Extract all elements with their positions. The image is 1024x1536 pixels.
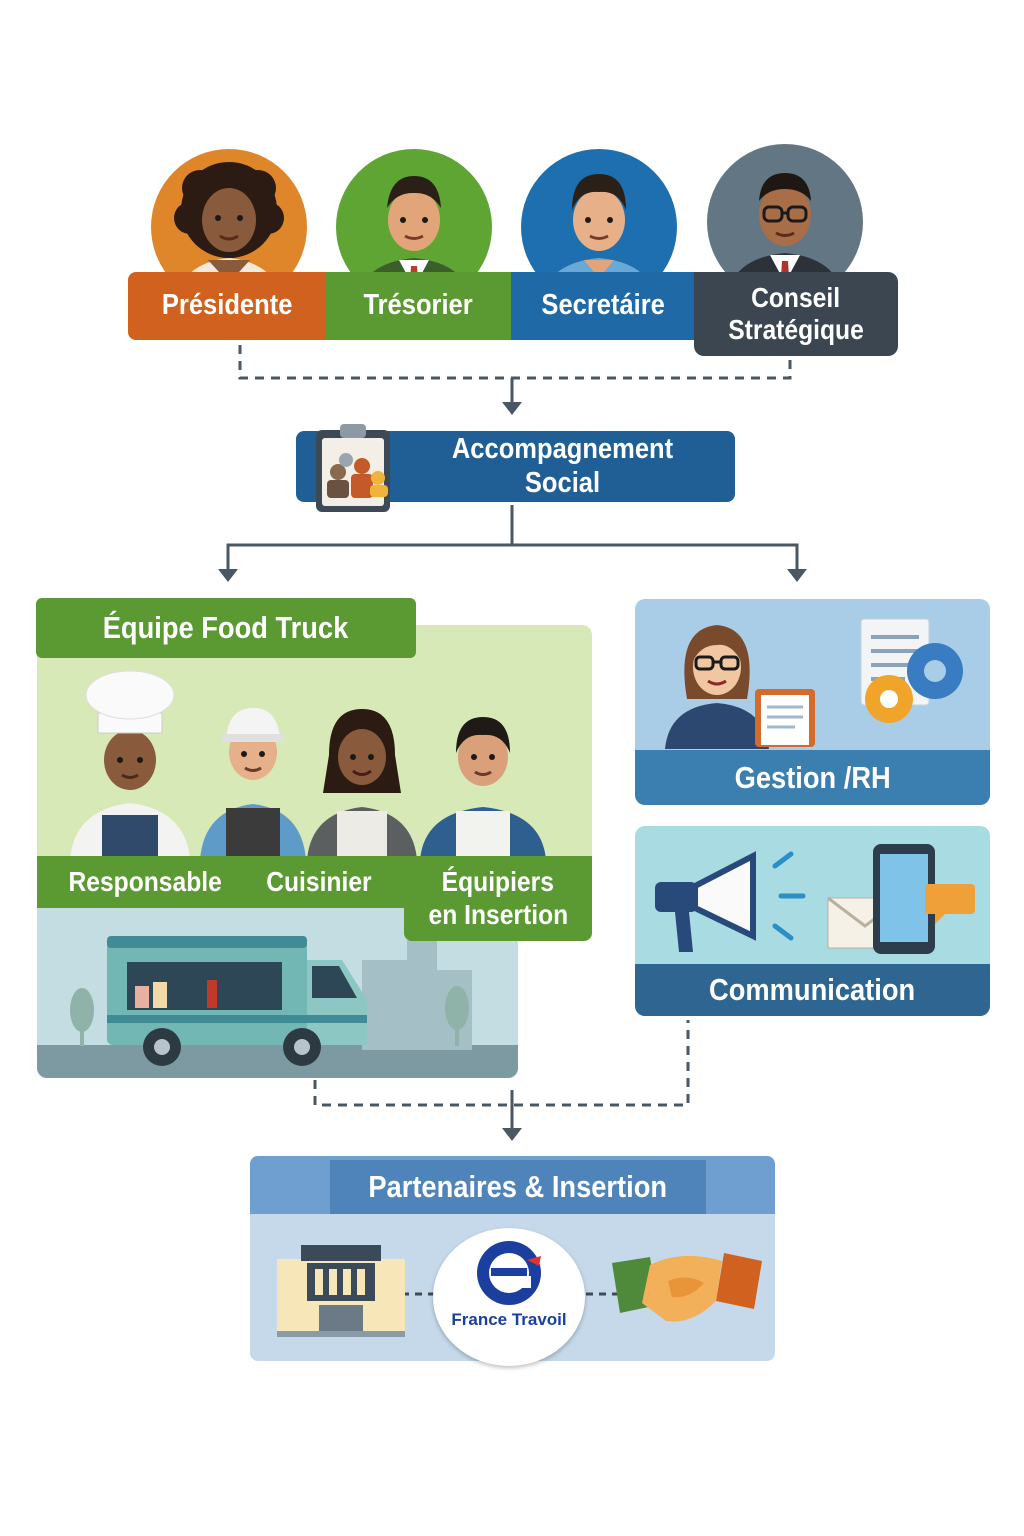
handshake-icon xyxy=(612,1243,762,1333)
document-gears-icon xyxy=(860,618,963,723)
food-truck-title: Équipe Food Truck xyxy=(36,598,416,658)
equipiere-avatar xyxy=(305,695,420,860)
france-travail-logo: France Travoil xyxy=(433,1228,585,1366)
institution-building-icon xyxy=(277,1245,405,1337)
equipiers-insertion-label: Équipiers en Insertion xyxy=(404,856,592,941)
secretaire-label: Secretáire xyxy=(511,272,696,340)
chef-avatar xyxy=(60,665,200,860)
gestion-rh-panel xyxy=(635,599,990,805)
smartphone-chat-icon xyxy=(873,844,975,954)
responsable-label: Responsable xyxy=(68,865,222,897)
communication-label: Communication xyxy=(635,964,990,1016)
france-travail-e-icon xyxy=(477,1241,541,1305)
france-travail-text: France Travoil xyxy=(451,1310,567,1329)
clipboard-people-icon xyxy=(312,420,400,516)
partners-dashes xyxy=(402,1292,620,1296)
roles-bar xyxy=(37,856,407,908)
hr-manager-icon xyxy=(665,625,815,749)
presidente-label: Présidente xyxy=(128,272,326,340)
equipier-avatar xyxy=(418,695,548,860)
tresorier-label: Trésorier xyxy=(326,272,511,340)
megaphone-icon xyxy=(655,851,806,952)
conseil-strategique-label: Conseil Stratégique xyxy=(694,272,898,356)
partners-title: Partenaires & Insertion xyxy=(330,1160,706,1214)
cook-avatar xyxy=(198,690,308,860)
gestion-rh-label: Gestion /RH xyxy=(635,750,990,805)
food-truck-icon xyxy=(107,936,367,1066)
cuisinier-label: Cuisinier xyxy=(266,865,372,897)
accompagnement-social-label: Accompagnement Social xyxy=(451,433,674,499)
